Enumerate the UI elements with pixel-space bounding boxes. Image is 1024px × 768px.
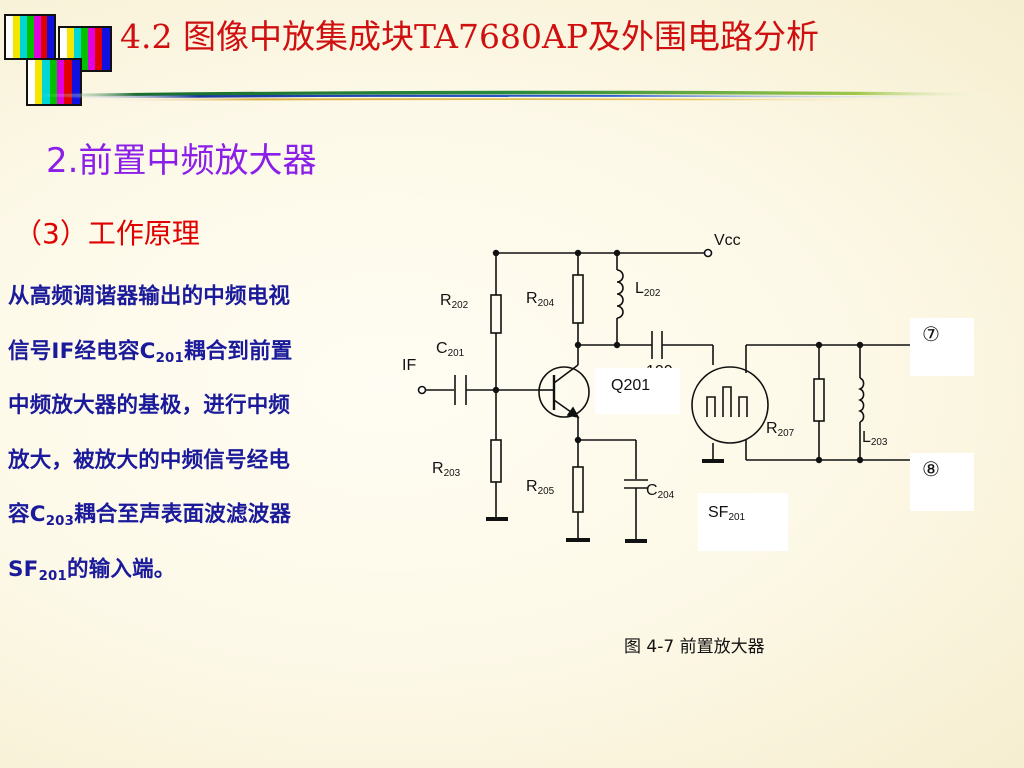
section-heading: 2.前置中频放大器 — [46, 141, 317, 181]
if-label: IF — [402, 357, 417, 374]
circuit-schematic — [417, 248, 935, 543]
c201-label: C201 — [436, 340, 465, 359]
title-underline-rule — [40, 90, 1000, 101]
preamp-circuit-diagram: Vcc IF R202 R204 L202 C201 100 Q201 R207… — [390, 225, 990, 555]
r207-label: R207 — [766, 420, 795, 439]
body-subscript: 201 — [155, 350, 184, 366]
q201-label: Q201 — [611, 377, 651, 394]
output-8-box: ⑧ — [910, 453, 974, 511]
body-text-segment: 从高频调谐器输出的中频电视信号IF经电容C — [8, 284, 291, 364]
body-subscript: 201 — [38, 568, 67, 584]
body-paragraph: 从高频调谐器输出的中频电视信号IF经电容C201耦合到前置中频放大器的基极，进行… — [8, 270, 306, 597]
sub-heading: （3）工作原理 — [14, 217, 200, 250]
r203-label: R203 — [432, 460, 461, 479]
body-subscript: 203 — [45, 513, 75, 529]
body-text-segment: 耦合到前置中频放大器的基极，进行中频放大，被放大的中频信号经电容C — [8, 338, 293, 528]
output-7-box: ⑦ — [910, 318, 974, 376]
figure-caption: 图 4-7 前置放大器 — [624, 637, 765, 657]
output-8-label: ⑧ — [922, 457, 940, 481]
c204-label: C204 — [646, 482, 675, 501]
sf201-label: SF201 — [708, 504, 745, 523]
r205-label: R205 — [526, 478, 555, 497]
q201-label-box: Q201 — [595, 368, 680, 414]
r202-label: R202 — [440, 292, 469, 311]
l202-label: L202 — [635, 280, 661, 299]
sf201-label-box: SF201 — [698, 493, 788, 551]
r204-label: R204 — [526, 290, 555, 309]
vcc-label: Vcc — [714, 232, 741, 249]
body-text-segment: 耦合至声表面波滤波器SF — [8, 502, 292, 582]
output-7-label: ⑦ — [922, 322, 940, 346]
l203-label: L203 — [862, 429, 888, 448]
body-text-segment: 的输入端。 — [67, 556, 176, 582]
slide-title: 4.2 图像中放集成块TA7680AP及外围电路分析 — [120, 17, 820, 56]
